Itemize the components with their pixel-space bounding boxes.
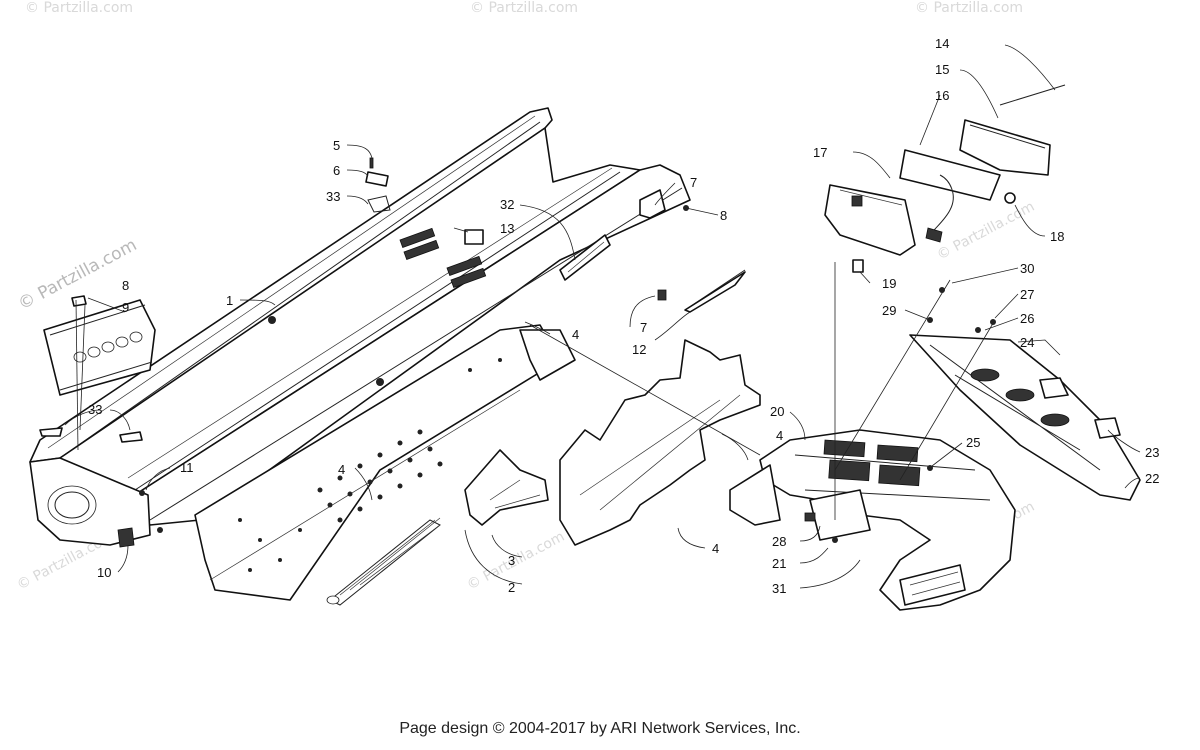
callout-1: 1	[226, 293, 233, 308]
callout-15: 15	[935, 62, 949, 77]
callout-22: 22	[1145, 471, 1159, 486]
callout-23: 23	[1145, 445, 1159, 460]
callout-30: 30	[1020, 261, 1034, 276]
tail-light-assembly	[824, 84, 1066, 273]
callout-6: 6	[333, 163, 340, 178]
callout-25: 25	[966, 435, 980, 450]
callout-27: 27	[1020, 287, 1034, 302]
callout-33: 33	[88, 402, 102, 417]
watermark-text: © Partzilla.com	[470, 0, 578, 16]
watermark-text: © Partzilla.com	[934, 199, 1037, 264]
callout-29: 29	[882, 303, 896, 318]
callout-4: 4	[338, 462, 345, 477]
parts-right-of-tunnel	[559, 189, 746, 313]
callout-26: 26	[1020, 311, 1034, 326]
callout-28: 28	[772, 534, 786, 549]
watermark-text: © Partzilla.com	[25, 0, 133, 16]
callout-4: 4	[776, 428, 783, 443]
callout-8: 8	[122, 278, 129, 293]
page-footer-copyright: Page design © 2004-2017 by ARI Network S…	[399, 720, 801, 737]
callout-20: 20	[770, 404, 784, 419]
rear-bumper-assembly	[729, 287, 1141, 611]
leader-lines	[64, 44, 1141, 589]
callout-17: 17	[813, 145, 827, 160]
callout-4: 4	[712, 541, 719, 556]
callout-7: 7	[640, 320, 647, 335]
callout-18: 18	[1050, 229, 1064, 244]
watermark-text: © Partzilla.com	[464, 529, 567, 594]
callout-4: 4	[572, 327, 579, 342]
callout-24: 24	[1020, 335, 1034, 350]
clip-part-9	[43, 299, 156, 396]
callout-5: 5	[333, 138, 340, 153]
callout-labels: 1 2 3 4 4 4 4 5 6 7 7 8 8 9 10 11 12 13 …	[88, 36, 1159, 596]
callout-12: 12	[632, 342, 646, 357]
callout-10: 10	[97, 565, 111, 580]
callout-9: 9	[122, 300, 129, 315]
callout-21: 21	[772, 556, 786, 571]
callout-14: 14	[935, 36, 949, 51]
rivet-holes	[157, 316, 532, 572]
callout-31: 31	[772, 581, 786, 596]
callout-16: 16	[935, 88, 949, 103]
callout-33: 33	[326, 189, 340, 204]
tunnel-assembly	[29, 107, 691, 606]
callout-19: 19	[882, 276, 896, 291]
callout-3: 3	[508, 553, 515, 568]
callout-32: 32	[500, 197, 514, 212]
callout-8: 8	[720, 208, 727, 223]
callout-13: 13	[500, 221, 514, 236]
callout-2: 2	[508, 580, 515, 595]
watermark-text: © Partzilla.com	[915, 0, 1023, 16]
bumper-guard-parts	[464, 329, 761, 546]
tunnel-vent-slots	[399, 227, 487, 289]
small-hardware-left	[39, 157, 484, 548]
callout-7: 7	[690, 175, 697, 190]
callout-11: 11	[180, 460, 194, 475]
